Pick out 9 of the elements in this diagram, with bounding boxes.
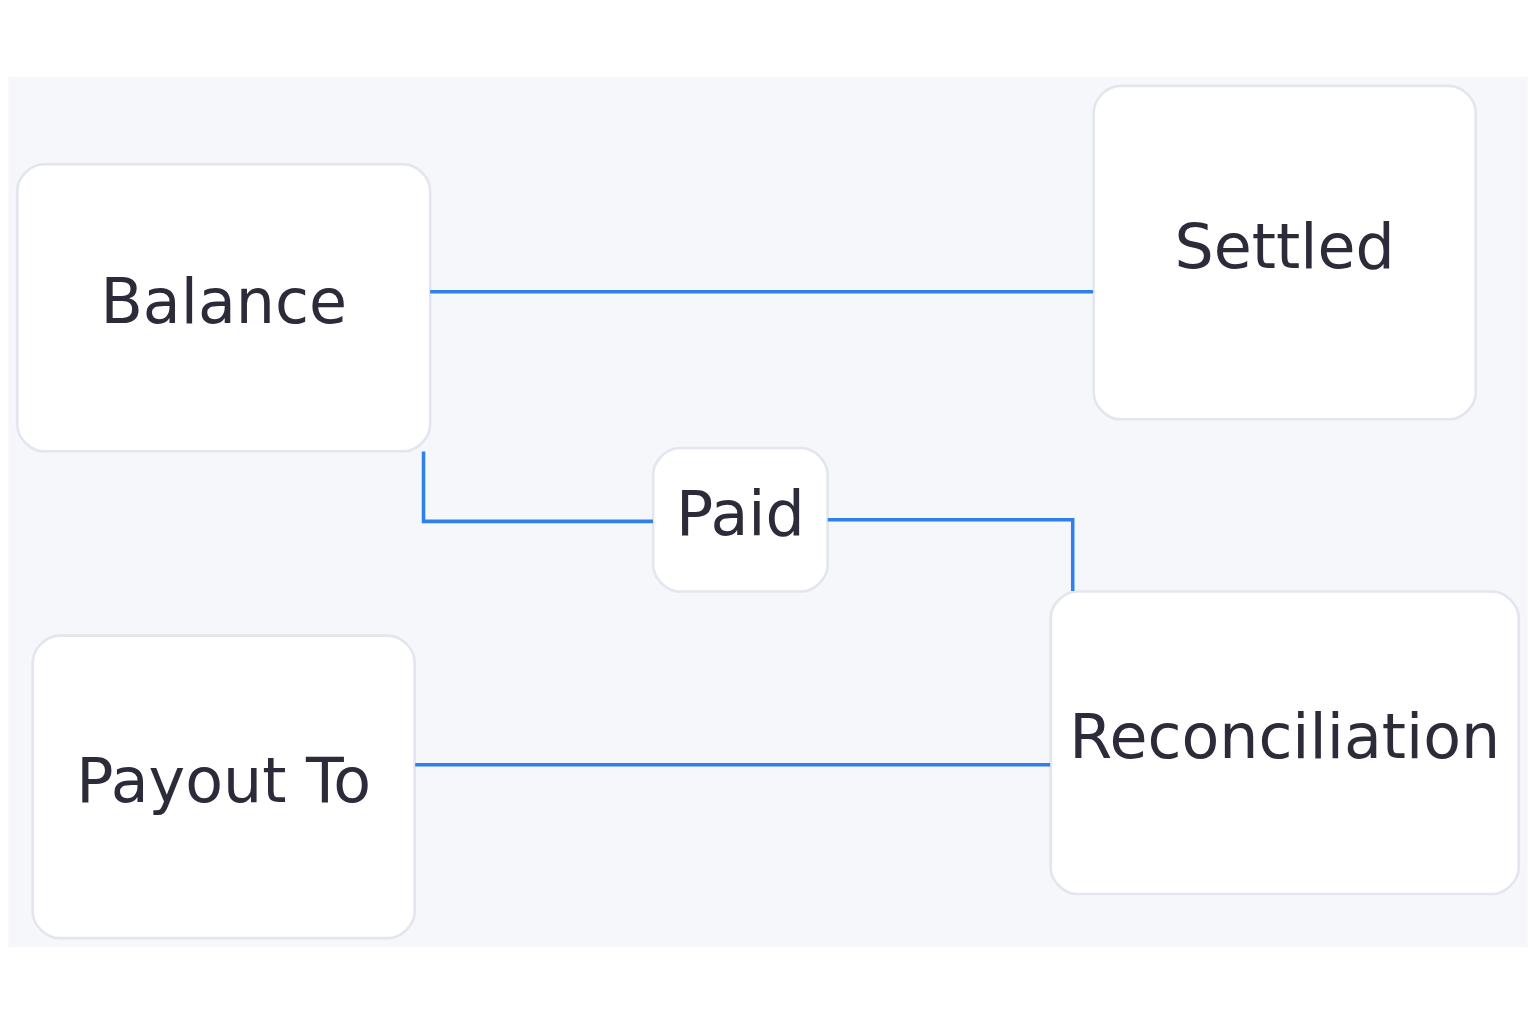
connector (430, 289, 1094, 294)
node-box: Paid (651, 446, 829, 593)
connector (421, 451, 653, 524)
node-box: Balance (15, 162, 432, 453)
node-box: Settled (1092, 84, 1478, 421)
connector (827, 517, 1075, 591)
node-box: Reconciliation (1049, 590, 1521, 896)
node-box: Payout To (31, 634, 417, 940)
connector (415, 763, 1051, 767)
